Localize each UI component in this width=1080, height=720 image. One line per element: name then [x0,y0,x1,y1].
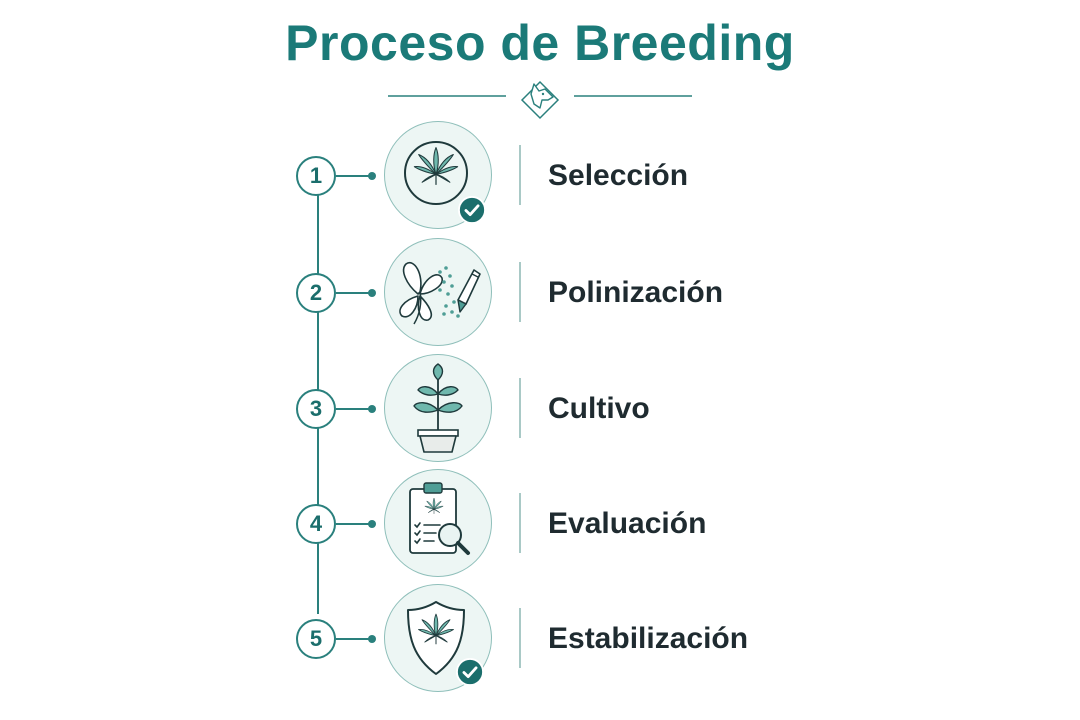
step-polinizacion: 2 Polinización [0,238,1080,348]
step-separator [519,262,521,322]
step-dot [368,520,376,528]
shield-leaf-check-icon [407,601,484,686]
step-number: 4 [296,504,336,544]
step-seleccion: 1 Selección [0,121,1080,231]
step-separator [519,608,521,668]
step-icon-circle [384,354,492,462]
title-divider [388,80,692,120]
step-dot [368,172,376,180]
step-dot [368,635,376,643]
clipboard-magnifier-icon [409,482,470,555]
step-label: Estabilización [548,622,749,655]
step-number: 1 [296,156,336,196]
step-icon-circle [384,238,492,346]
step-dot [368,405,376,413]
step-separator [519,493,521,553]
step-icon-circle [384,121,492,229]
step-connector [336,175,372,177]
step-number: 2 [296,273,336,313]
step-connector [336,292,372,294]
page-title: Proceso de Breeding [285,15,795,71]
step-label: Cultivo [548,392,650,425]
dog-head-icon [520,80,560,120]
step-label: Selección [548,159,689,192]
pollination-flower-brush-icon [399,261,481,325]
step-icon-circle [384,469,492,577]
cannabis-leaf-check-icon [404,141,486,224]
step-separator [519,378,521,438]
step-connector [336,523,372,525]
potted-plant-icon [413,363,463,453]
step-evaluacion: 4 Evaluación [0,469,1080,579]
step-dot [368,289,376,297]
step-connector [336,408,372,410]
step-label: Evaluación [548,507,707,540]
step-icon-circle [384,584,492,692]
step-separator [519,145,521,205]
step-connector [336,638,372,640]
step-estabilizacion: 5 Estabilización [0,584,1080,694]
step-cultivo: 3 Cultivo [0,354,1080,464]
step-label: Polinización [548,276,724,309]
step-number: 5 [296,619,336,659]
step-number: 3 [296,389,336,429]
